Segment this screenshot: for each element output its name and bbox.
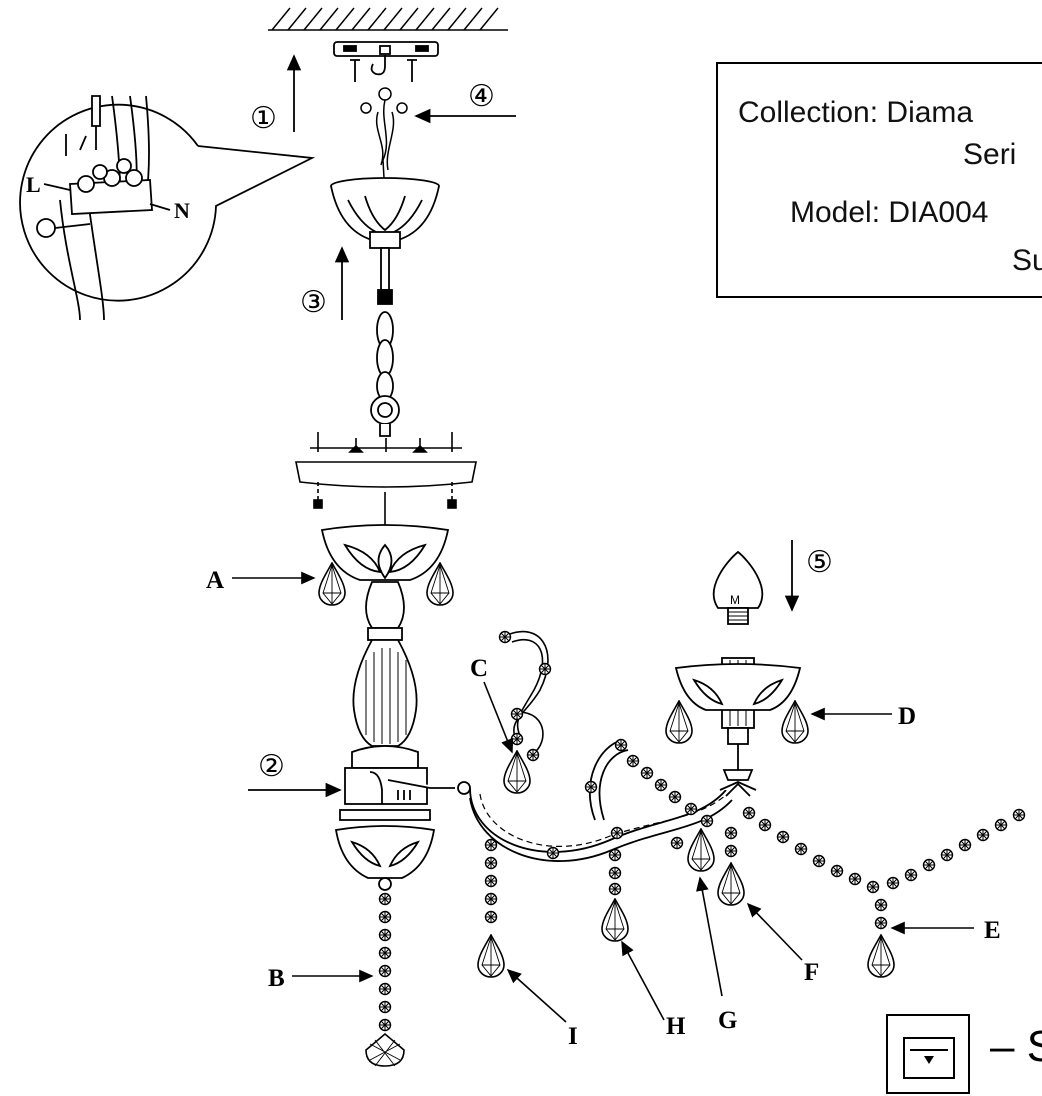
- scroll-decoration: [498, 630, 552, 794]
- canopy-plate: [295, 432, 477, 526]
- part-labels: A B C D E F G H I: [206, 567, 1001, 1050]
- symbol-box: [886, 1014, 970, 1094]
- ceiling: [268, 7, 508, 31]
- part-h-label: H: [666, 1013, 686, 1040]
- step-4-label: ④: [468, 79, 495, 114]
- part-g-label: G: [718, 1007, 737, 1034]
- part-i-label: I: [568, 1023, 578, 1050]
- upper-cup: [318, 524, 454, 606]
- bottom-bead-chain: [365, 892, 405, 1067]
- screw-symbol-icon: [903, 1037, 955, 1079]
- neutral-wire-label: N: [174, 198, 190, 223]
- model-text: Model: DIA004: [790, 196, 989, 229]
- step-labels: ① ② ③ ④ ⑤: [250, 79, 833, 784]
- step-5-label: ⑤: [806, 545, 833, 580]
- symbol-caption: – S: [990, 1022, 1042, 1071]
- step-2-label: ②: [258, 749, 285, 784]
- series-text: Seri: [963, 138, 1017, 171]
- part-f-label: F: [804, 959, 819, 986]
- mounting-bracket: [333, 41, 439, 82]
- candle-cup: [665, 550, 809, 797]
- step-arrows: [248, 54, 800, 798]
- info-line-4: Su: [1012, 244, 1042, 277]
- part-b-label: B: [268, 965, 285, 992]
- live-wire-label: L: [26, 172, 41, 197]
- step-3-label: ③: [300, 285, 327, 320]
- wires: [360, 87, 408, 179]
- wiring-labels: L N: [26, 172, 190, 223]
- chandelier-diagram: ① ② ③ ④ ⑤ L N A B C D E F G H I M: [19, 7, 1026, 1067]
- part-e-label: E: [984, 917, 1001, 944]
- part-a-label: A: [206, 567, 224, 594]
- arm-junction: [339, 767, 471, 821]
- part-c-label: C: [470, 655, 488, 682]
- arm-bead-strings: [477, 738, 1026, 978]
- collection-text: Collection: Diama: [738, 96, 974, 129]
- bulb-mark: M: [730, 593, 740, 607]
- lower-cup: [334, 825, 436, 891]
- product-info-box: Collection: Diama Seri Model: DIA004 Su: [716, 62, 1042, 298]
- part-leaders: [232, 571, 974, 1023]
- wiring-detail: [19, 95, 316, 321]
- canopy: [330, 177, 440, 249]
- step-1-label: ①: [250, 101, 277, 136]
- center-column: [351, 581, 419, 769]
- part-d-label: D: [898, 703, 916, 730]
- chain: [370, 247, 400, 437]
